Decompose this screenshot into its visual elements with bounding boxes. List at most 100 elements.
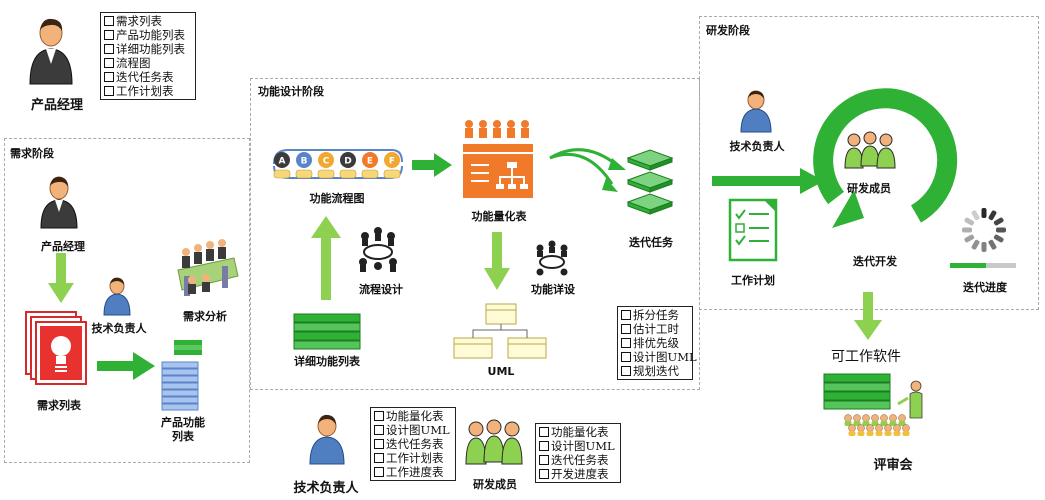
flow-step-node: B [295,152,313,179]
checklist-item: 排优先级 [621,336,689,350]
audience-member [857,424,865,432]
checklist-item-text: 详细功能列表 [116,42,185,56]
spinner-segment [981,208,987,218]
requirements-analysis-meeting-icon [177,239,239,296]
function-detail-design-meeting-icon [536,240,568,276]
checklist-item-text: 流程图 [116,56,151,70]
checklist-item: 迭代任务表 [374,437,452,451]
up-arrow-detail-icon [311,216,341,300]
iteration-development-label: 迭代开发 [853,255,897,268]
checklist-item: 详细功能列表 [104,42,192,56]
development-stage-title: 研发阶段 [706,24,750,37]
checklist-item: 估计工时 [621,322,689,336]
split-arrows-icon [549,148,626,192]
checkbox-icon [621,310,631,320]
audience-member [871,414,879,422]
checklist-item: 产品功能列表 [104,28,192,42]
audience-member [866,424,874,432]
tech-lead-dev-label: 技术负责人 [729,140,785,153]
checkbox-icon [374,453,384,463]
review-meeting-audience-icon [844,380,923,436]
spinner-segment [993,234,1004,243]
checklist-item-text: 工作计划表 [116,84,174,98]
checklist-item: 迭代任务表 [104,70,192,84]
audience-member [880,414,888,422]
checkbox-icon [104,86,114,96]
checklist-item-text: 设计图UML [633,350,697,364]
product-manager-top-icon [29,18,73,85]
checkbox-icon [104,72,114,82]
checklist-item: 流程图 [104,56,192,70]
iteration-progress-spinner-icon [962,208,1006,252]
design-stage-title: 功能设计阶段 [258,85,324,98]
checkbox-icon [539,427,549,437]
spinner-segment [988,210,997,221]
checklist-item-text: 功能量化表 [551,425,609,439]
checkbox-icon [104,58,114,68]
checkbox-icon [621,324,631,334]
checklist-item: 设计图UML [621,350,697,364]
down-arrow-req-icon [48,253,74,303]
checklist-item: 设计图UML [539,439,617,453]
right-arrow-flowchart-icon [412,153,452,177]
right-arrow-req-icon [97,352,155,380]
product-manager-top-label: 产品经理 [30,98,83,113]
checklist-item-text: 迭代任务表 [386,437,444,451]
audience-member [848,424,856,432]
checkbox-icon [374,425,384,435]
product-function-list-icon [161,340,202,411]
dev-members-bottom-icon [465,419,523,465]
working-software-stack-icon [823,373,891,410]
audience-member [898,414,906,422]
flow-step-node: F [383,152,401,179]
iteration-tasks-icon [626,149,674,215]
checkbox-icon [374,411,384,421]
checklist-item-text: 功能量化表 [386,409,444,423]
checklist-item-text: 产品功能列表 [116,28,185,42]
checklist-item-text: 拆分任务 [633,308,679,322]
checklist-item-text: 设计图UML [551,439,615,453]
checklist-item-text: 开发进度表 [551,467,609,481]
spinner-segment [993,217,1004,226]
uml-diagram-icon [453,303,547,359]
spinner-segment [964,217,975,226]
iteration-progress-bar [950,263,1016,268]
function-flowchart-label: 功能流程图 [309,192,365,205]
flow-design-label: 流程设计 [359,283,403,296]
spinner-segment [962,227,972,233]
checklist-item: 功能量化表 [374,409,452,423]
audience-member [884,424,892,432]
detail-function-list-label: 详细功能列表 [294,355,360,368]
work-plan-icon [728,198,778,262]
checkbox-icon [539,455,549,465]
requirements-analysis-label: 需求分析 [183,310,227,323]
audience-member [844,414,852,422]
spinner-segment [971,239,980,250]
function-quantification-table-label: 功能量化表 [471,210,527,223]
requirements-stage-region [4,138,250,463]
flow-step-node: D [339,152,357,179]
spinner-segment [981,242,987,252]
checkbox-icon [621,352,631,362]
checklist-item: 需求列表 [104,14,192,28]
flow-step-node: C [317,152,335,179]
checkbox-icon [539,441,549,451]
requirements-stage-title: 需求阶段 [10,147,54,160]
pm-checklist: 需求列表产品功能列表详细功能列表流程图迭代任务表工作计划表 [100,12,196,100]
checklist-item-text: 工作计划表 [386,451,444,465]
flow-step-node: A [273,152,291,179]
audience-member [893,424,901,432]
checklist-item: 工作进度表 [374,465,452,479]
audience-member [902,424,910,432]
flow-step-letter: F [389,157,395,167]
checkbox-icon [104,30,114,40]
checkbox-icon [539,469,549,479]
audience-member [875,424,883,432]
product-manager-label: 产品经理 [41,240,85,253]
tech-lead-dev-icon [740,90,772,133]
checkbox-icon [104,44,114,54]
checklist-item-text: 迭代任务表 [551,453,609,467]
